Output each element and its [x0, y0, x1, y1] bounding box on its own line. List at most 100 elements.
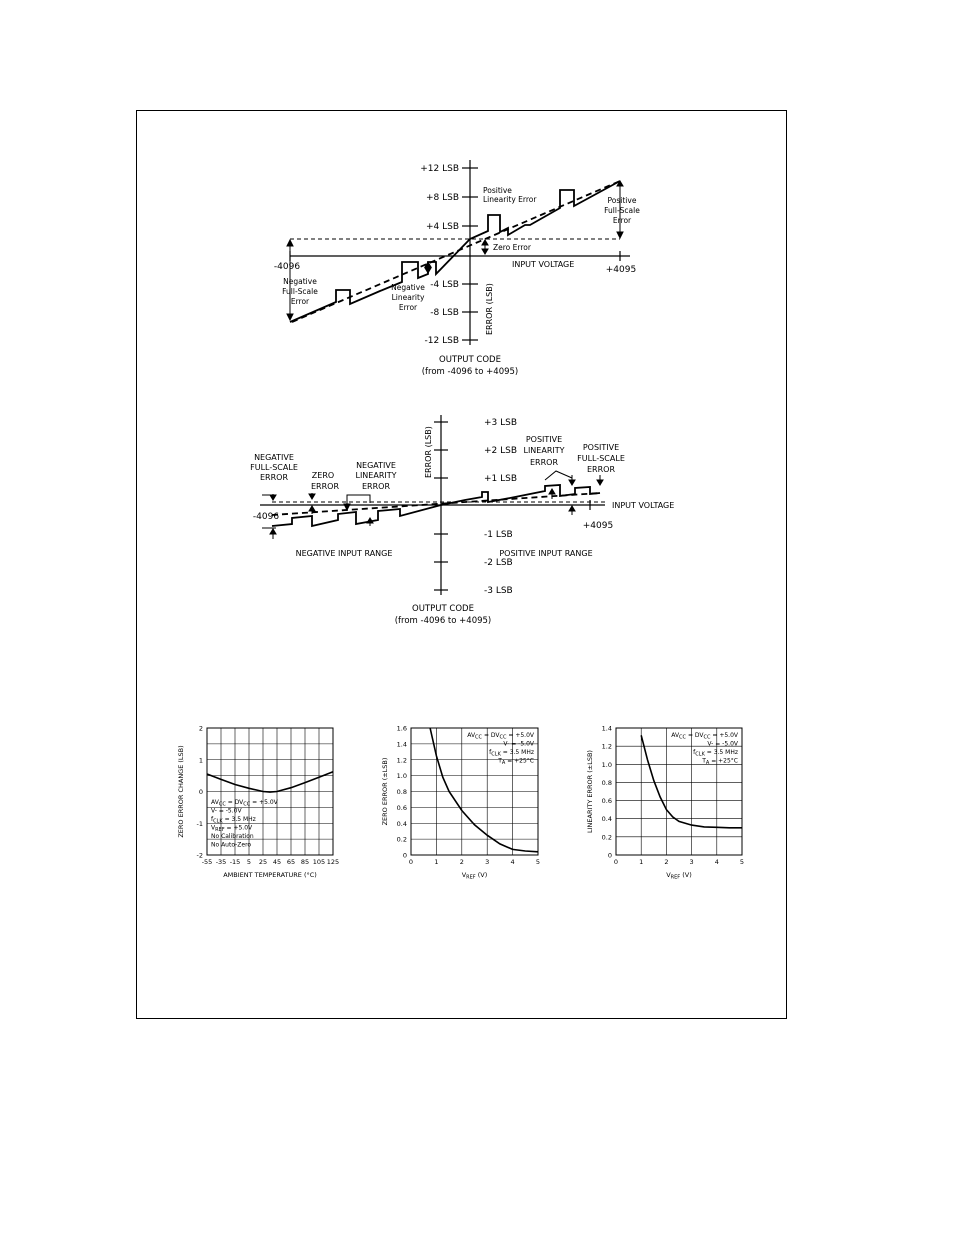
d1-ytick: +8 LSB — [426, 193, 459, 203]
d2-caption: OUTPUT CODE — [412, 604, 474, 614]
d1-neg-lin-label: Linearity — [392, 293, 425, 302]
d1-caption: OUTPUT CODE — [439, 355, 501, 365]
d1-xmax: +4095 — [606, 265, 636, 275]
chart-xtick-label: 5 — [536, 858, 540, 866]
chart-xtick-label: 5 — [740, 858, 744, 866]
chart-xtick-label: 25 — [259, 858, 267, 866]
chart-xtick-label: 2 — [664, 858, 668, 866]
chart-xtick-label: 1 — [639, 858, 643, 866]
chart-annotation: V- = -5.0V — [211, 808, 242, 815]
chart-xtick-label: 1 — [434, 858, 438, 866]
d2-pos-range-label: POSITIVE INPUT RANGE — [499, 549, 592, 558]
chart-annotation: AVCC = DVCC = +5.0V — [671, 732, 739, 741]
d2-neg-fs-label: NEGATIVE — [254, 453, 294, 462]
chart-xtick-label: 4 — [511, 858, 515, 866]
chart-ytick-label: 0 — [199, 788, 203, 796]
d2-caption: (from -4096 to +4095) — [395, 616, 492, 626]
d1-ytick: -8 LSB — [430, 308, 459, 318]
chart-xlabel: VREF (V) — [462, 871, 488, 881]
chart-xlabel: VREF (V) — [666, 871, 692, 881]
chart-ytick-label: 1.4 — [602, 725, 612, 733]
chart-series-line — [206, 771, 334, 793]
chart-annotation: TA = +25°C — [701, 758, 738, 767]
d1-neg-fs-label: Error — [291, 297, 310, 306]
chart-ytick-label: 2 — [199, 725, 203, 733]
chart-ytick-label: 0.4 — [397, 820, 407, 828]
d1-pos-fs-label: Full-Scale — [604, 206, 640, 215]
chart-ytick-label: 0 — [608, 852, 612, 860]
chart-xtick-label: 3 — [485, 858, 489, 866]
chart-annotation: fCLK = 3.5 MHz — [211, 816, 256, 825]
chart-xtick-label: 125 — [327, 858, 339, 866]
chart-ytick-label: 1.4 — [397, 740, 407, 748]
d2-pos-lin-label: POSITIVE — [526, 435, 562, 444]
chart-xtick-label: 105 — [313, 858, 325, 866]
chart-xtick-label: 0 — [409, 858, 413, 866]
d1-neg-lin-label: Negative — [391, 283, 425, 292]
chart-annotation: fCLK = 3.5 MHz — [489, 749, 534, 758]
chart-ytick-label: 0.6 — [397, 804, 407, 812]
chart-xtick-label: 85 — [301, 858, 309, 866]
chart-ytick-label: 1.2 — [397, 756, 407, 764]
d1-neg-fs-label: Negative — [283, 277, 317, 286]
d2-ytick: +1 LSB — [484, 474, 517, 484]
d1-ylabel: ERROR (LSB) — [485, 283, 494, 335]
d2-neg-range-label: NEGATIVE INPUT RANGE — [296, 549, 393, 558]
d1-neg-lin-label: Error — [399, 303, 418, 312]
chart-xtick-label: 3 — [690, 858, 694, 866]
chart-ytick-label: -1 — [197, 820, 203, 828]
chart-ytick-label: 0.2 — [397, 836, 407, 844]
chart-ytick-label: 0.6 — [602, 797, 612, 805]
d2-neg-lin-label: ERROR — [362, 482, 390, 491]
chart-annotation: No Auto-Zero — [211, 842, 251, 849]
d2-neg-lin-label: LINEARITY — [355, 471, 396, 480]
chart-ylabel: ZERO ERROR CHANGE (LSB) — [177, 745, 185, 837]
d2-neg-lin-label: NEGATIVE — [356, 461, 396, 470]
d1-ytick: -12 LSB — [425, 336, 459, 346]
figure-frame — [136, 110, 787, 1019]
d2-neg-fs-label: ERROR — [260, 473, 288, 482]
d2-ylabel: ERROR (LSB) — [424, 426, 433, 478]
d2-pos-lin-label: LINEARITY — [523, 446, 564, 455]
chart-ytick-label: 0.4 — [602, 815, 612, 823]
chart-series-line — [429, 727, 539, 853]
chart-annotation: V- = -5.0V — [503, 741, 534, 748]
chart-annotation: V- = -5.0V — [707, 741, 738, 748]
chart-xtick-label: 65 — [287, 858, 295, 866]
d2-neg-fs-label: FULL-SCALE — [250, 463, 298, 472]
d1-xlabel: INPUT VOLTAGE — [512, 260, 574, 269]
chart-xtick-label: 2 — [460, 858, 464, 866]
chart-xtick-label: 5 — [247, 858, 251, 866]
d2-xlabel: INPUT VOLTAGE — [612, 501, 674, 510]
chart-plot-frame — [615, 727, 743, 856]
chart-xlabel: AMBIENT TEMPERATURE (°C) — [223, 871, 317, 879]
chart-ytick-label: 1.0 — [397, 772, 407, 780]
d2-pos-lin-label: ERROR — [530, 458, 558, 467]
chart-ytick-label: 0.8 — [602, 779, 612, 787]
d2-ytick: -3 LSB — [484, 586, 513, 596]
chart-xtick-label: -15 — [230, 858, 241, 866]
d2-pos-fs-label: FULL-SCALE — [577, 454, 625, 463]
chart-ytick-label: 0.2 — [602, 833, 612, 841]
d1-ytick: +12 LSB — [420, 164, 459, 174]
chart-series-line — [640, 735, 742, 829]
chart-annotation: AVCC = DVCC = +5.0V — [211, 799, 279, 808]
chart-xtick-label: 45 — [273, 858, 281, 866]
chart-ytick-label: -2 — [197, 852, 203, 860]
chart-ytick-label: 0 — [403, 852, 407, 860]
d2-ytick: +3 LSB — [484, 418, 517, 428]
chart-ylabel: ZERO ERROR (±LSB) — [381, 758, 389, 826]
chart-annotation: TA = +25°C — [497, 758, 534, 767]
chart-ytick-label: 1 — [199, 756, 203, 764]
chart-ylabel: LINEARITY ERROR (±LSB) — [586, 750, 594, 833]
d2-pos-fs-label: POSITIVE — [583, 443, 619, 452]
d1-pos-lin-label: Positive — [483, 186, 512, 195]
chart-annotation: fCLK = 3.5 MHz — [693, 749, 738, 758]
d2-pos-fs-label: ERROR — [587, 465, 615, 474]
chart-xtick-label: 0 — [614, 858, 618, 866]
d1-pos-fs-label: Error — [613, 216, 632, 225]
d1-pos-lin-label: Linearity Error — [483, 195, 537, 204]
